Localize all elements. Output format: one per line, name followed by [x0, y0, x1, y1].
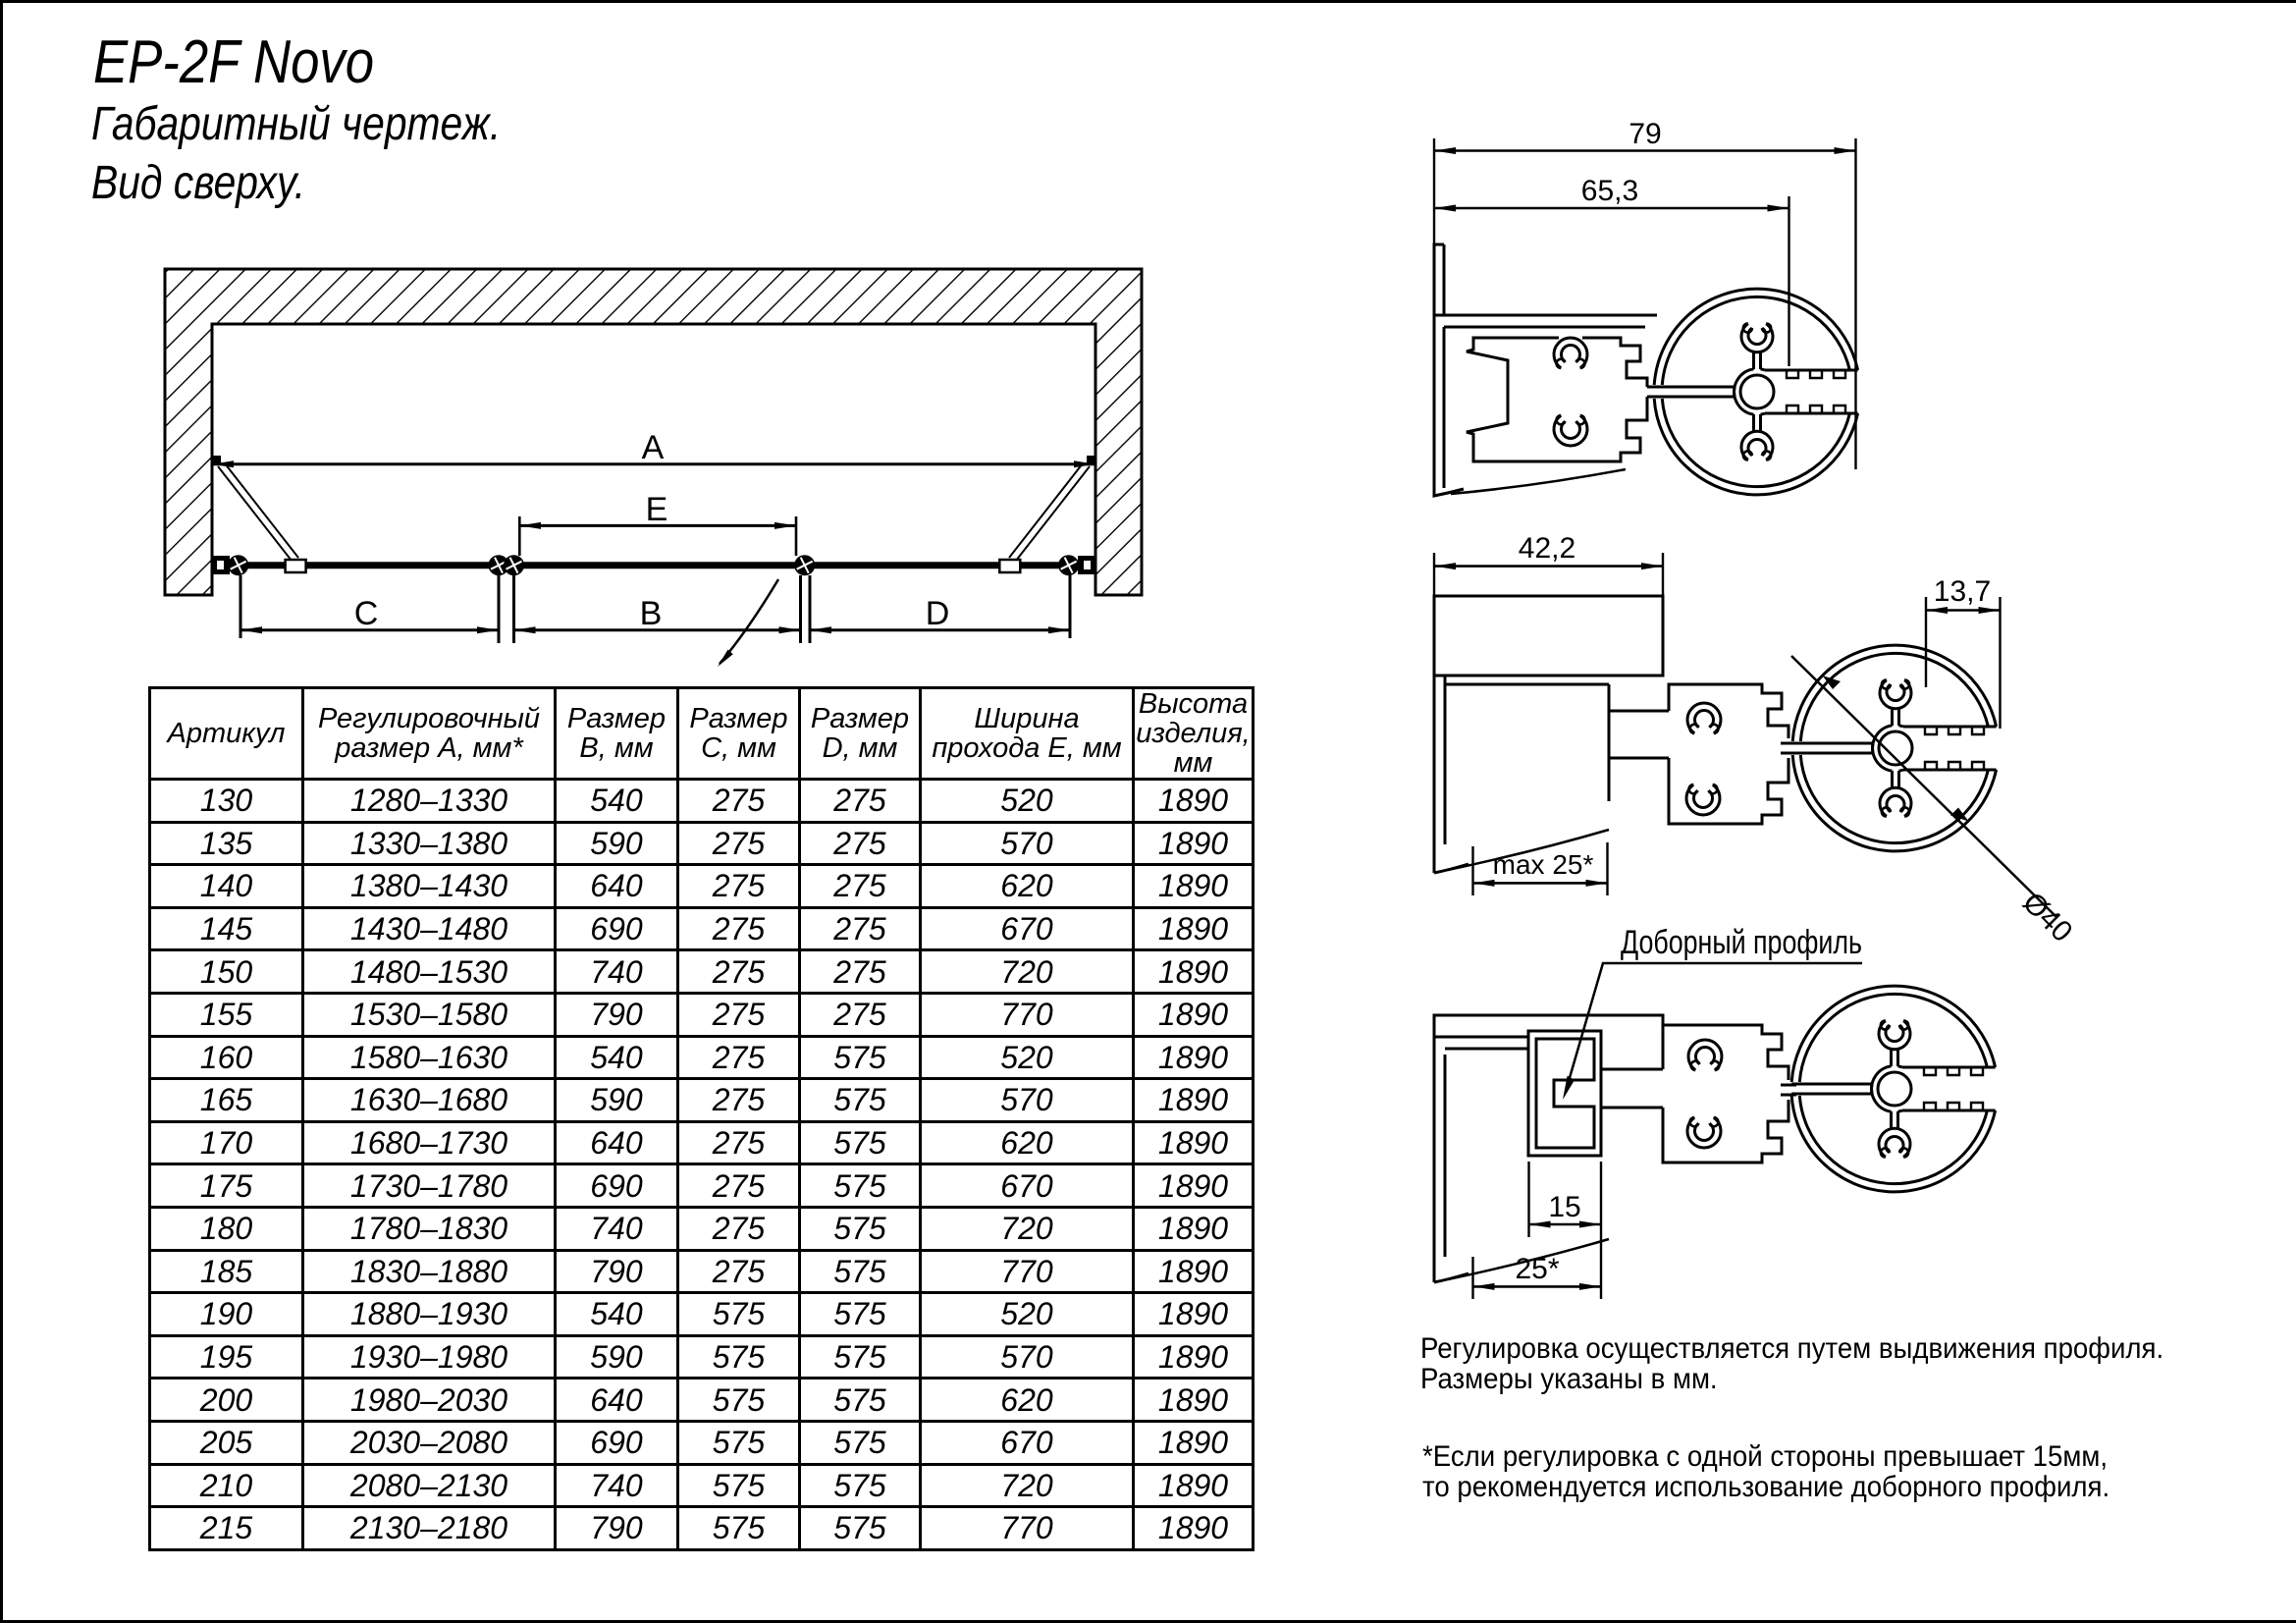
svg-text:E: E [646, 491, 668, 528]
svg-text:15: 15 [1548, 1191, 1580, 1223]
svg-text:42,2: 42,2 [1519, 532, 1575, 565]
svg-text:C: C [354, 595, 379, 632]
svg-text:25*: 25* [1515, 1253, 1559, 1285]
svg-text:65,3: 65,3 [1581, 175, 1638, 207]
svg-text:D: D [926, 595, 950, 632]
svg-text:B: B [640, 595, 663, 632]
svg-text:A: A [642, 429, 665, 466]
svg-text:Доборный профиль: Доборный профиль [1621, 924, 1862, 961]
svg-text:Ø40: Ø40 [2016, 887, 2078, 948]
svg-text:max 25*: max 25* [1493, 849, 1594, 880]
svg-text:79: 79 [1629, 118, 1661, 150]
svg-text:13,7: 13,7 [1934, 575, 1991, 608]
